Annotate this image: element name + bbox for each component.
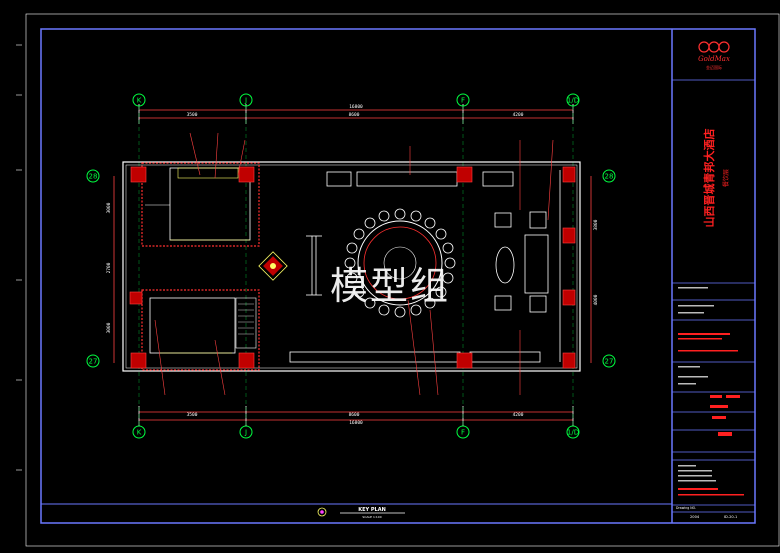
building-inner-wall: [125, 164, 578, 369]
key-plan-strip: KEY PLAN SCALE 1:100: [317, 507, 405, 519]
column-feature: [306, 235, 322, 296]
dim-left-2: 2700: [106, 262, 112, 273]
dim-top-seg-2: 4200: [513, 112, 524, 118]
grid-axis-lines: [138, 106, 574, 426]
key-plan-label: KEY PLAN: [358, 507, 386, 513]
key-plan-scale: SCALE 1:100: [362, 515, 381, 519]
axis-label-27-left: 27: [89, 358, 98, 366]
dim-bottom-seg-1: 8600: [349, 412, 360, 418]
project-subtitle: 餐饮层: [722, 169, 730, 187]
brand-name: GoldMax: [698, 55, 730, 63]
dimension-lines: [113, 109, 592, 421]
dim-bottom-seg-2: 4200: [513, 412, 524, 418]
building-outline: [122, 161, 581, 372]
top-sideboard: [326, 171, 514, 187]
dim-left-1: 3000: [106, 202, 112, 213]
grid-bubbles: [86, 93, 616, 439]
dim-right-1: 3800: [593, 219, 599, 230]
brand-logo-icon: [698, 41, 730, 53]
axis-label-j-bottom: J: [244, 429, 247, 437]
axis-label-1d-top: 1/D: [567, 97, 579, 105]
drawing-no: 2004: [690, 515, 700, 519]
central-feature-piece: [258, 251, 288, 281]
dimension-texts: 16800 8600 4200 3500 16800 8600 4200 350…: [187, 104, 524, 426]
axis-label-f-bottom: F: [461, 429, 465, 437]
dim-top-total: 16800: [349, 104, 363, 110]
axis-label-j-top: J: [244, 97, 247, 105]
leader-lines: [154, 132, 554, 396]
title-block-red-marks: [678, 333, 744, 496]
dim-top-seg-1: 8600: [349, 112, 360, 118]
drawing-border: [40, 28, 756, 524]
margin-ticks: [16, 44, 22, 471]
lounge-area: [494, 170, 561, 362]
private-room-upper: [141, 162, 260, 247]
axis-label-k-top: K: [137, 97, 142, 105]
title-block-text-lines: [678, 287, 716, 482]
dim-bottom-sub-1: 3500: [187, 412, 198, 418]
brand-sub: 金迈国际: [706, 64, 722, 70]
axis-label-k-bottom: K: [137, 429, 142, 437]
dim-left-3: 3000: [106, 322, 112, 333]
axis-label-28-right: 28: [605, 173, 614, 181]
axis-label-1d-bottom: 1/D: [567, 429, 579, 437]
dimension-texts-vertical: 3000 2700 3000 3800 4000: [106, 202, 599, 333]
title-block: GoldMax 金迈国际 山西晋城青邦大酒店 餐饮层 D: [672, 41, 755, 519]
dim-right-2: 4000: [593, 294, 599, 305]
grid-bubble-labels: K J F 1/D K J F 1/D 28 27 28 27: [89, 97, 614, 437]
axis-label-f-top: F: [461, 97, 465, 105]
sheet-no: ID-20-1: [724, 515, 737, 519]
structural-columns: [129, 166, 576, 369]
dim-bottom-total: 16800: [349, 420, 363, 426]
project-title: 山西晋城青邦大酒店: [702, 129, 716, 228]
outer-frame: [25, 13, 780, 547]
dim-top-sub-1: 3500: [187, 112, 198, 118]
drawing-no-label: Drawing NO.: [676, 506, 696, 510]
private-room-lower: [141, 289, 260, 371]
axis-label-27-right: 27: [605, 358, 614, 366]
axis-label-28-left: 28: [89, 173, 98, 181]
banquet-table: [344, 208, 456, 318]
watermark: 模型组: [330, 264, 451, 308]
